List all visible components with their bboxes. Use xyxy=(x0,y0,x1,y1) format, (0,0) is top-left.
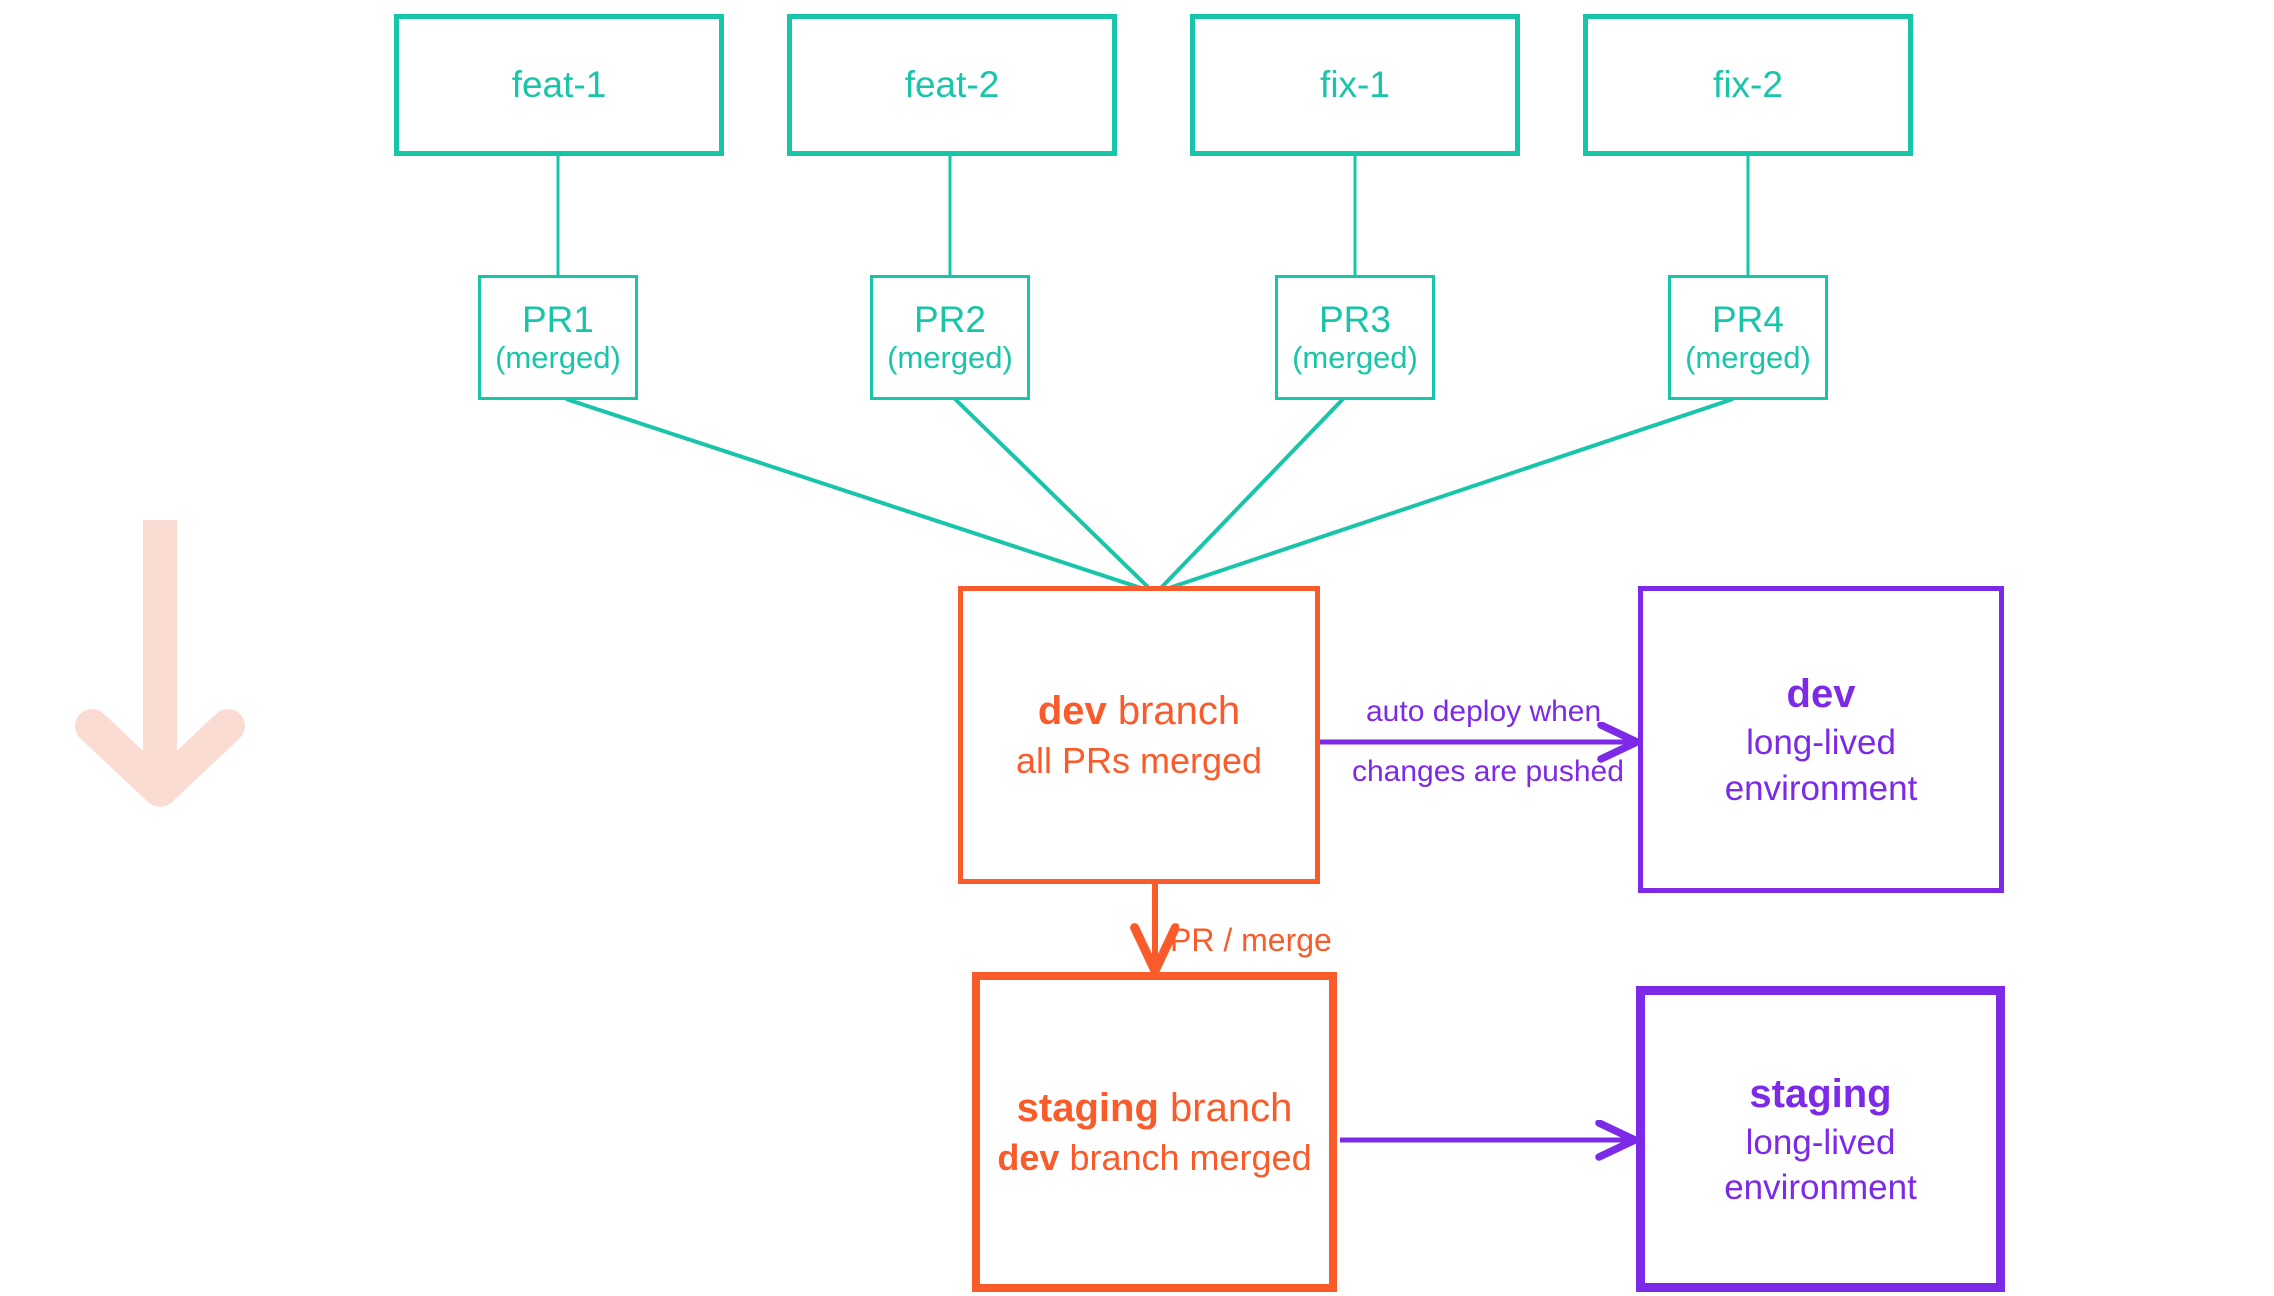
pr-status: (merged) xyxy=(495,339,621,375)
auto-deploy-label-line1: auto deploy when xyxy=(1366,695,1602,728)
staging-environment-box[interactable]: staging long-lived environment xyxy=(1636,986,2005,1292)
staging-environment-title: staging xyxy=(1749,1071,1892,1116)
branch-box-fix-1[interactable]: fix-1 xyxy=(1190,14,1520,156)
pr-box-2[interactable]: PR2 (merged) xyxy=(870,275,1030,400)
pr-merge-label: PR / merge xyxy=(1170,922,1332,958)
branch-box-feat-1[interactable]: feat-1 xyxy=(394,14,724,156)
staging-branch-detail-rest: branch merged xyxy=(1059,1136,1312,1178)
dev-branch-name-suffix: branch xyxy=(1106,689,1241,734)
dev-branch-detail: all PRs merged xyxy=(1015,739,1263,781)
staging-environment-line1: long-lived xyxy=(1745,1122,1896,1162)
staging-branch-detail: dev branch merged xyxy=(997,1135,1311,1181)
connector-pr4-dev xyxy=(1156,397,1734,594)
connector-pr1-dev xyxy=(565,397,1154,594)
staging-branch-name-suffix: branch xyxy=(1158,1086,1293,1131)
flow-direction-arrow-icon xyxy=(75,520,245,807)
branch-to-pr-connectors xyxy=(556,156,1750,277)
connector-pr3-dev xyxy=(1155,397,1345,594)
dev-environment-line1: long-lived xyxy=(1746,723,1896,762)
pr-title: PR4 xyxy=(1712,299,1784,341)
pr-title: PR3 xyxy=(1319,299,1391,341)
branch-box-fix-2[interactable]: fix-2 xyxy=(1583,14,1913,156)
dev-branch-box[interactable]: dev branch all PRs merged xyxy=(958,586,1320,884)
pr-title: PR2 xyxy=(914,299,986,341)
pr-status: (merged) xyxy=(1292,339,1418,375)
pr-title: PR1 xyxy=(522,299,594,341)
staging-branch-title: staging branch xyxy=(1017,1083,1293,1134)
auto-deploy-label-line2: changes are pushed xyxy=(1352,755,1624,788)
pr-box-4[interactable]: PR4 (merged) xyxy=(1668,275,1828,400)
branch-label: feat-1 xyxy=(511,64,607,106)
connector-pr2-dev xyxy=(953,397,1155,594)
pr-box-1[interactable]: PR1 (merged) xyxy=(478,275,638,400)
dev-environment-box[interactable]: dev long-lived environment xyxy=(1638,586,2004,893)
dev-branch-name: dev xyxy=(1037,689,1107,734)
dev-environment-line2: environment xyxy=(1724,768,1918,808)
dev-environment-title: dev xyxy=(1786,672,1856,716)
dev-branch-title: dev branch xyxy=(1038,686,1240,737)
staging-branch-name: staging xyxy=(1016,1086,1159,1131)
branch-label: fix-1 xyxy=(1320,64,1390,106)
pr-status: (merged) xyxy=(1685,339,1811,375)
branch-label: feat-2 xyxy=(904,64,1000,106)
pr-box-3[interactable]: PR3 (merged) xyxy=(1275,275,1435,400)
branch-box-feat-2[interactable]: feat-2 xyxy=(787,14,1117,156)
staging-environment-line2: environment xyxy=(1724,1168,1917,1207)
staging-branch-box[interactable]: staging branch dev branch merged xyxy=(972,972,1337,1292)
pr-to-dev-connectors xyxy=(565,397,1734,594)
pr-status: (merged) xyxy=(887,339,1013,375)
staging-branch-detail-strong: dev xyxy=(997,1136,1060,1178)
branch-label: fix-2 xyxy=(1713,64,1783,106)
